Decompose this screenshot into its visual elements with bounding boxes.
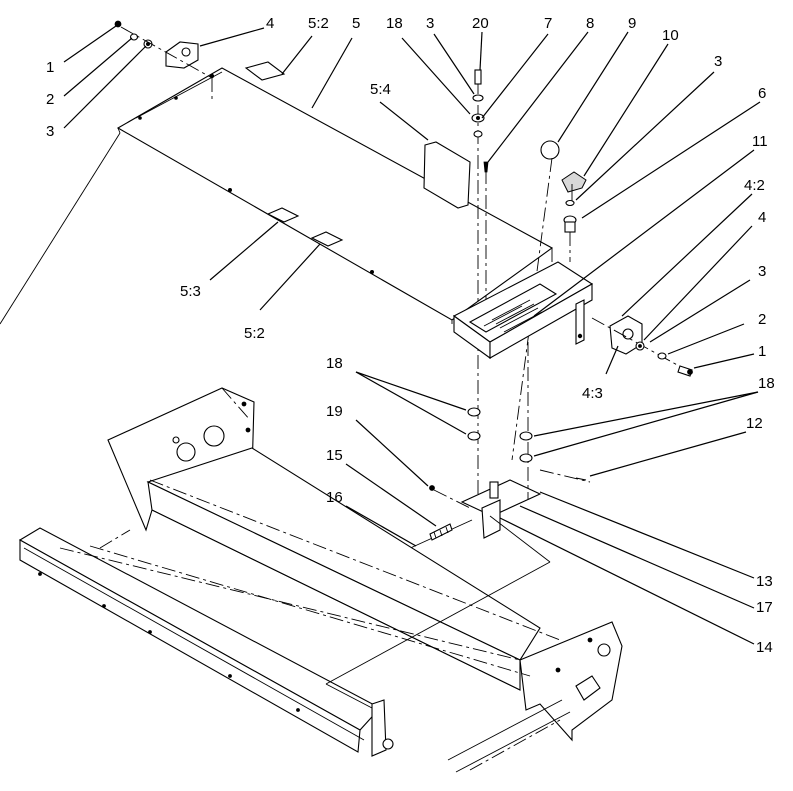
callout-14: 14 <box>756 639 773 656</box>
callout-16: 16 <box>326 489 343 506</box>
callout-7: 7 <box>544 15 552 32</box>
callout-3: 3 <box>714 53 722 70</box>
callout-2: 2 <box>46 91 54 108</box>
callout-6: 6 <box>758 85 766 102</box>
callout-17: 17 <box>756 599 773 616</box>
decal-top <box>244 61 286 81</box>
main-frame <box>107 387 623 773</box>
callout-1: 1 <box>46 59 54 76</box>
callout-18: 18 <box>758 375 775 392</box>
callout-9: 9 <box>628 15 636 32</box>
callout-4-2: 4:2 <box>744 177 765 194</box>
decal-slot-a <box>266 207 300 223</box>
callout-13: 13 <box>756 573 773 590</box>
callout-10: 10 <box>662 27 679 44</box>
callout-4-3: 4:3 <box>582 385 603 402</box>
callout-5-3: 5:3 <box>180 283 201 300</box>
channel-bracket <box>452 261 594 360</box>
callout-5: 5 <box>352 15 360 32</box>
cover-plate <box>0 61 554 325</box>
callout-18: 18 <box>326 355 343 372</box>
front-beam <box>18 527 394 757</box>
callout-3: 3 <box>426 15 434 32</box>
hinge-bracket-right <box>591 315 693 377</box>
callout-11: 11 <box>752 133 768 150</box>
callout-1: 1 <box>758 343 766 360</box>
callout-8: 8 <box>586 15 594 32</box>
callout-4: 4 <box>266 15 274 32</box>
callout-3: 3 <box>758 263 766 280</box>
callout-5-2: 5:2 <box>308 15 329 32</box>
assembly-guides <box>59 387 561 709</box>
callout-5-4: 5:4 <box>370 81 391 98</box>
callout-2: 2 <box>758 311 766 328</box>
callout-18: 18 <box>386 15 403 32</box>
decal-window <box>423 141 471 209</box>
callout-labels: 1 2 3 4 5:2 5 18 3 20 7 8 9 10 3 6 5:4 1… <box>46 15 775 656</box>
callout-5-2: 5:2 <box>244 325 265 342</box>
leader-lines <box>63 25 761 645</box>
hinge-bracket-left <box>114 20 213 102</box>
callout-4: 4 <box>758 209 766 226</box>
callout-15: 15 <box>326 447 343 464</box>
latch-plate <box>405 342 591 551</box>
callout-19: 19 <box>326 403 343 420</box>
decal-slot-b <box>310 231 344 247</box>
callout-20: 20 <box>472 15 489 32</box>
callout-12: 12 <box>746 415 763 432</box>
callout-3: 3 <box>46 123 54 140</box>
